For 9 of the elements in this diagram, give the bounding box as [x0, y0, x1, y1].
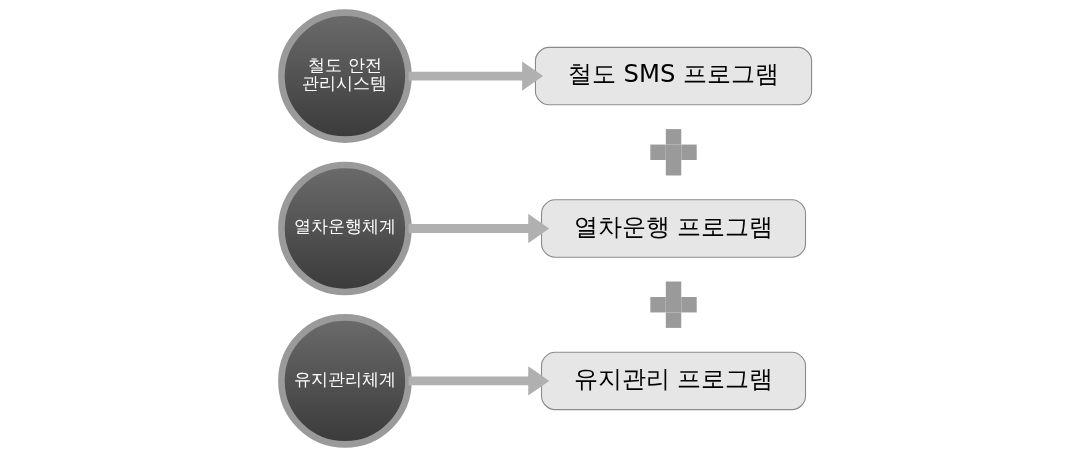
node-circle: 열차운행체계 [277, 161, 412, 296]
arrow [408, 213, 549, 244]
arrow [408, 61, 543, 91]
arrow [408, 366, 549, 396]
node-circle: 유지관리체계 [277, 314, 412, 448]
node-box: 열차운행 프로그램 [540, 199, 806, 258]
node-box: 철도 SMS 프로그램 [534, 46, 812, 106]
node-circle: 철도 안전 관리시스템 [277, 9, 412, 143]
node-box: 유지관리 프로그램 [540, 351, 806, 411]
